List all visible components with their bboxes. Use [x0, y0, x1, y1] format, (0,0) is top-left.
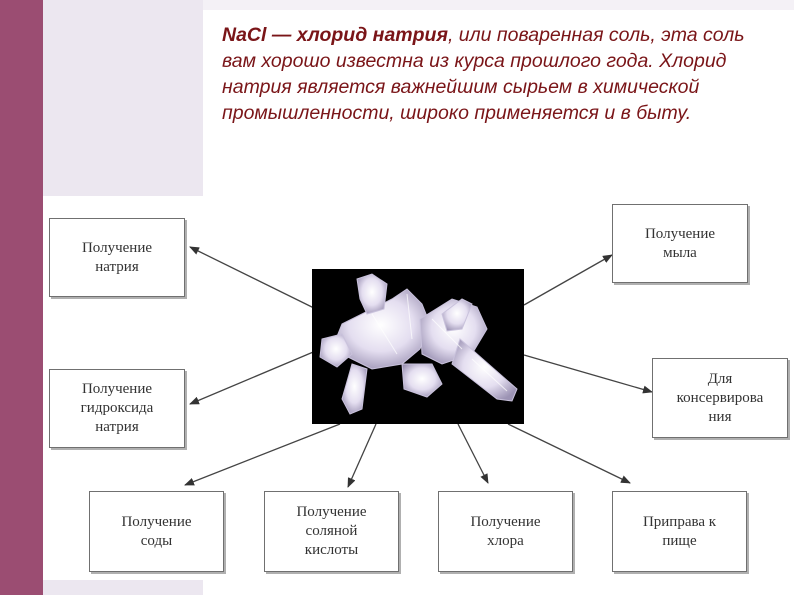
box-seasoning: Приправа к пище [612, 491, 747, 572]
box-hydroxide: Получение гидроксида натрия [49, 369, 185, 448]
decorative-band-bottom [43, 580, 203, 595]
box-hcl: Получение соляной кислоты [264, 491, 399, 572]
arrow-to-soda [184, 423, 341, 486]
arrow-to-preserving [523, 354, 653, 394]
arrow-to-seasoning [507, 423, 631, 484]
box-preserving: Для консервирова ния [652, 358, 788, 438]
arrow-to-hcl [347, 423, 377, 488]
box-chlorine: Получение хлора [438, 491, 573, 572]
box-sodium: Получение натрия [49, 218, 185, 297]
arrow-to-soap [523, 254, 613, 306]
box-soda: Получение соды [89, 491, 224, 572]
salt-crystal-image [312, 269, 524, 424]
intro-bold: NaCl — хлорид натрия [222, 24, 448, 46]
box-soap: Получение мыла [612, 204, 748, 283]
decorative-top-strip [203, 0, 794, 10]
left-decorative-stripe [0, 0, 43, 595]
decorative-band [43, 0, 203, 196]
intro-italic: , или поваренная соль, эта соль вам хоро… [222, 24, 745, 124]
arrow-to-sodium [189, 246, 319, 311]
intro-text: NaCl — хлорид натрия, или поваренная сол… [222, 22, 782, 126]
arrow-to-chlorine [457, 423, 489, 484]
arrow-to-hydroxide [189, 349, 319, 405]
